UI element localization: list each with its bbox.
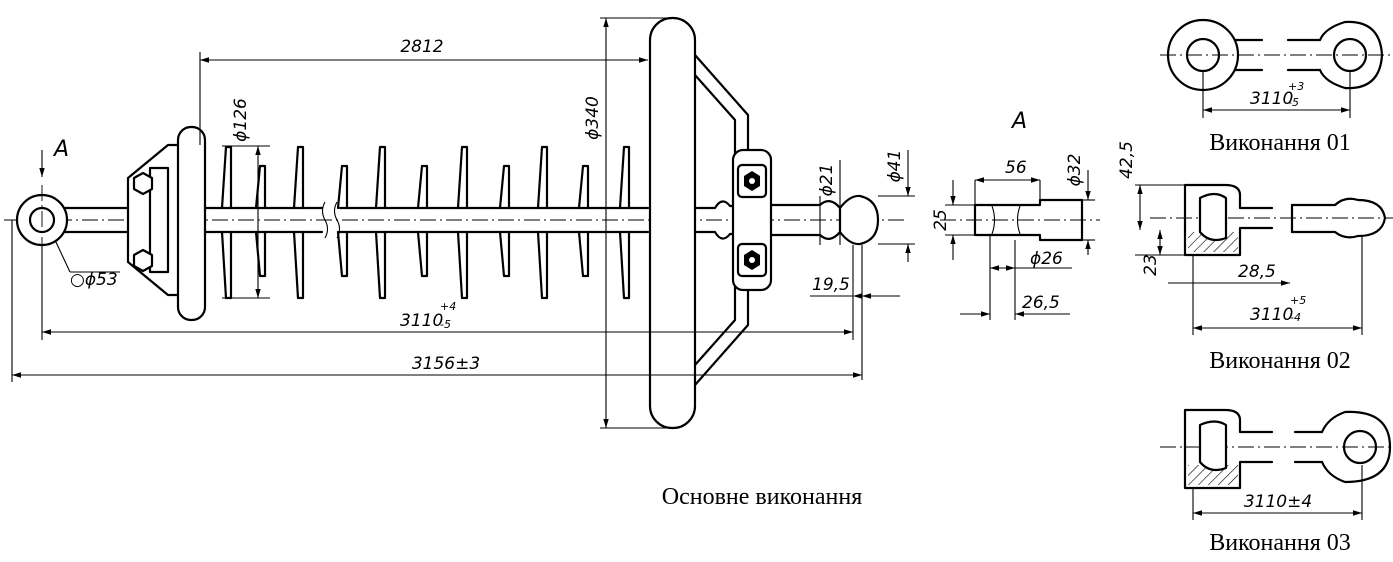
dim-3110-main: 3110 bbox=[400, 311, 443, 331]
right-corona-ring bbox=[648, 16, 773, 430]
dim-v01-len: 3110 bbox=[1250, 89, 1293, 109]
dim-v02-42-5: 42,5 bbox=[1117, 141, 1137, 179]
dim-d53: ○ϕ53 bbox=[70, 270, 118, 290]
dim-d41: ϕ41 bbox=[885, 150, 905, 183]
insulator-sheds bbox=[220, 145, 631, 300]
dim-d21: ϕ21 bbox=[817, 164, 837, 197]
left-corona-ring bbox=[126, 125, 207, 322]
main-dimensions: 2812 ϕ340 ϕ126 ○ϕ53 ϕ21 ϕ41 bbox=[11, 17, 915, 429]
large-shed bbox=[456, 145, 469, 300]
dim-3156: 3156±3 bbox=[412, 354, 480, 374]
dim-19-5: 19,5 bbox=[812, 275, 850, 295]
dim-a56: 56 bbox=[1005, 158, 1027, 178]
variant-03-view: 3110±4 Виконання 03 bbox=[1160, 408, 1393, 556]
section-a-view: А 56 ϕ32 25 ϕ26 26,5 bbox=[931, 109, 1100, 320]
dim-3110-tol-up: +4 bbox=[440, 300, 456, 313]
variant-01-view: 3110 +3 -5 Виконання 01 bbox=[1160, 18, 1393, 156]
main-view: А bbox=[4, 16, 915, 510]
dim-a26: ϕ26 bbox=[1030, 249, 1063, 269]
caption-v02: Виконання 02 bbox=[1209, 348, 1351, 374]
variant-02-view: 42,5 23 28,5 3110 +5 -4 Виконання 02 bbox=[1117, 141, 1393, 374]
dim-v01-tol-dn: -5 bbox=[1288, 96, 1299, 109]
dim-v02-tol-up: +5 bbox=[1290, 294, 1306, 307]
small-shed bbox=[336, 164, 349, 278]
dim-v03-len: 3110±4 bbox=[1244, 492, 1312, 512]
dim-a25: 25 bbox=[931, 209, 951, 231]
large-shed bbox=[374, 145, 387, 300]
caption-v03: Виконання 03 bbox=[1209, 530, 1351, 556]
small-shed bbox=[254, 164, 267, 278]
large-shed bbox=[536, 145, 549, 300]
large-shed bbox=[220, 145, 233, 300]
dim-v01-tol-up: +3 bbox=[1288, 80, 1304, 93]
dim-v02-23: 23 bbox=[1141, 254, 1161, 276]
dim-v02-tol-dn: -4 bbox=[1290, 311, 1301, 324]
dim-3110-tol-dn: -5 bbox=[440, 318, 451, 331]
section-label: А bbox=[1010, 109, 1027, 134]
caption-v01: Виконання 01 bbox=[1209, 130, 1351, 156]
dim-d340: ϕ340 bbox=[583, 96, 603, 140]
large-shed bbox=[292, 145, 305, 300]
large-shed bbox=[618, 145, 631, 300]
insulator-rod bbox=[198, 201, 650, 239]
caption-main: Основне виконання bbox=[662, 484, 863, 510]
small-shed bbox=[577, 164, 590, 278]
left-eye-fitting bbox=[15, 185, 130, 255]
small-shed bbox=[498, 164, 511, 278]
section-letter: А bbox=[52, 137, 69, 162]
dim-v02-28-5: 28,5 bbox=[1238, 262, 1276, 282]
dim-d126: ϕ126 bbox=[231, 98, 251, 142]
small-shed bbox=[416, 164, 429, 278]
dim-a26-5: 26,5 bbox=[1022, 293, 1060, 313]
dim-2812: 2812 bbox=[400, 37, 443, 57]
dim-a32: ϕ32 bbox=[1065, 154, 1085, 187]
dim-v02-len: 3110 bbox=[1250, 305, 1293, 325]
section-a-marker: А bbox=[39, 137, 69, 177]
